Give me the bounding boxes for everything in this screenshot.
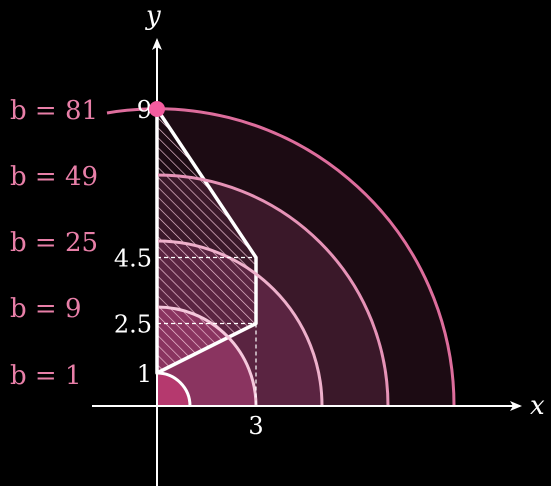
tick-labels: 1 2.5 4.5 9 3 <box>114 96 264 440</box>
x-tick-label: 3 <box>248 412 263 440</box>
level-arc-b81 <box>106 107 456 407</box>
level-arc-b1 <box>156 371 192 407</box>
level-arcs <box>106 107 456 407</box>
level-sector-b1 <box>157 373 190 406</box>
y-tick-label: 4.5 <box>114 245 152 273</box>
optimum-point <box>149 101 165 117</box>
level-label-b9: b = 9 <box>10 294 82 324</box>
level-curve-labels: b = 1 b = 9 b = 25 b = 49 b = 81 <box>10 96 98 391</box>
y-tick-label: 1 <box>137 360 152 388</box>
level-arc-b25 <box>156 239 324 407</box>
x-axis-label: x <box>530 391 545 421</box>
y-axis-label: y <box>145 1 161 31</box>
level-arc-b49 <box>156 173 390 407</box>
level-label-b49: b = 49 <box>10 162 98 192</box>
level-label-b1: b = 1 <box>10 361 82 391</box>
optimum-point-group <box>149 101 165 117</box>
y-tick-label: 2.5 <box>114 311 152 339</box>
guide-lines <box>157 256 257 406</box>
level-arc-b9 <box>156 305 258 407</box>
level-label-b25: b = 25 <box>10 228 98 258</box>
y-tick-label: 9 <box>137 96 152 124</box>
level-label-b81: b = 81 <box>10 96 98 126</box>
